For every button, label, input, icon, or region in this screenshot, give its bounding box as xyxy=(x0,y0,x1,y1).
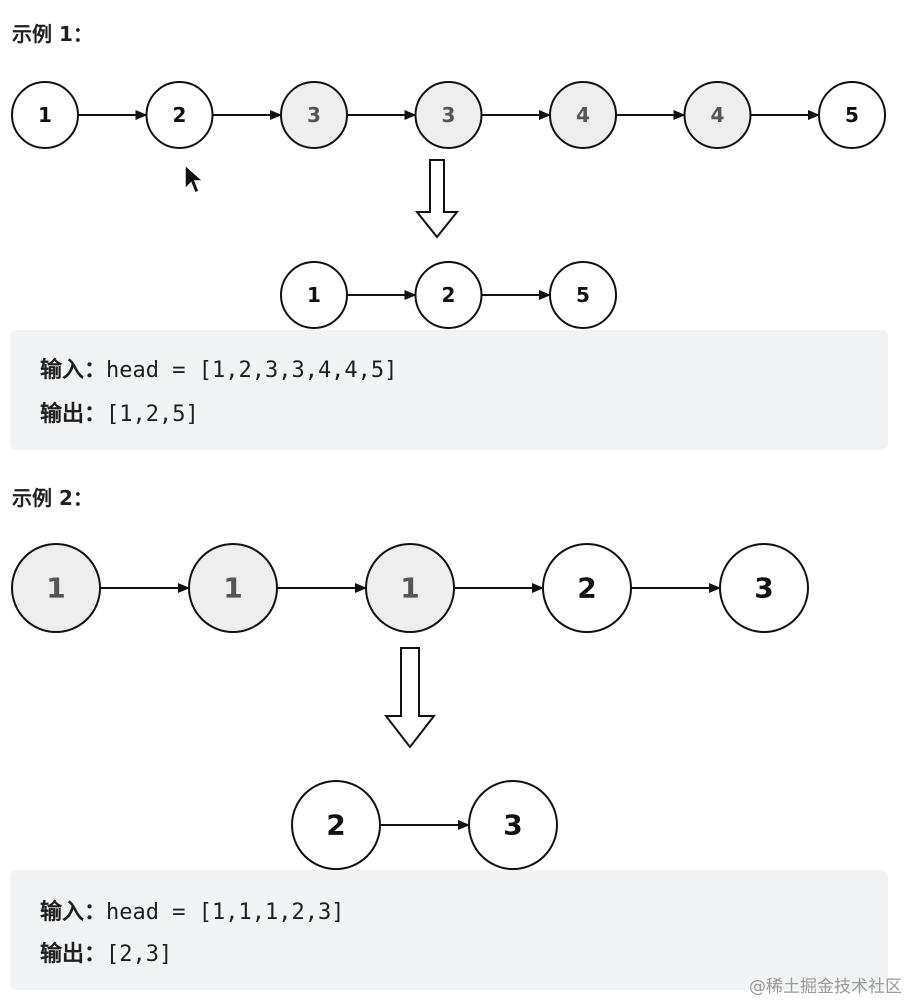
output-value: [1,2,5] xyxy=(106,402,199,427)
example-1-code-block: 输入：head = [1,2,3,3,4,4,5] 输出：[1,2,5] xyxy=(10,330,888,450)
example-1-node-label: 4 xyxy=(711,103,725,127)
example-1-input-line: 输入：head = [1,2,3,3,4,4,5] xyxy=(40,352,397,384)
example-2-node-label: 1 xyxy=(400,572,419,605)
example-1-node xyxy=(280,81,348,149)
example-1-heading: 示例 1： xyxy=(12,22,93,46)
example-2-node-label: 3 xyxy=(754,572,773,605)
input-label: 输入： xyxy=(40,900,107,925)
output-label: 输出： xyxy=(40,402,107,427)
example-1-node xyxy=(549,81,617,149)
example-1-node xyxy=(11,81,79,149)
example-1-node-label: 4 xyxy=(576,103,590,127)
example-1-result-node-label: 5 xyxy=(576,283,590,307)
example-2-result-node xyxy=(291,780,381,870)
example-1-node xyxy=(145,81,214,149)
example-2-result-node-label: 3 xyxy=(503,809,522,842)
example-1-node xyxy=(683,81,752,149)
example-2-node xyxy=(11,543,101,633)
example-1-result-node-label: 1 xyxy=(307,283,321,307)
example-1-result-node xyxy=(414,261,483,329)
input-label: 输入： xyxy=(40,358,107,383)
example-1-result-node xyxy=(280,261,348,329)
input-value: head = [1,1,1,2,3] xyxy=(106,900,345,925)
output-value: [2,3] xyxy=(106,942,173,967)
example-1-node-label: 3 xyxy=(307,103,321,127)
example-2-result-node-label: 2 xyxy=(326,809,345,842)
example-2-node xyxy=(719,543,809,633)
example-1-node xyxy=(414,81,483,149)
example-1-result-node xyxy=(549,261,617,329)
example-1-node-label: 2 xyxy=(173,103,187,127)
example-1-node xyxy=(818,81,886,149)
example-2-node xyxy=(365,543,455,633)
example-2-input-line: 输入：head = [1,1,1,2,3] xyxy=(40,894,344,926)
example-2-heading: 示例 2： xyxy=(12,486,93,510)
example-2-node xyxy=(542,543,632,633)
example-2-output-line: 输出：[2,3] xyxy=(40,936,172,968)
example-1-output-line: 输出：[1,2,5] xyxy=(40,396,199,428)
example-2-node-label: 1 xyxy=(46,572,65,605)
mouse-pointer-icon xyxy=(184,163,205,195)
example-2-result-node xyxy=(468,780,558,870)
example-2-node xyxy=(188,543,278,633)
example-2-node-label: 1 xyxy=(223,572,242,605)
down-arrow-icon xyxy=(414,159,460,239)
watermark: @稀土掘金技术社区 xyxy=(749,977,902,997)
input-value: head = [1,2,3,3,4,4,5] xyxy=(106,358,398,383)
example-2-node-label: 2 xyxy=(577,572,596,605)
example-1-node-label: 3 xyxy=(442,103,456,127)
example-1-result-node-label: 2 xyxy=(442,283,456,307)
output-label: 输出： xyxy=(40,942,107,967)
down-arrow-icon xyxy=(383,647,437,749)
example-1-node-label: 5 xyxy=(845,103,859,127)
example-2-code-block: 输入：head = [1,1,1,2,3] 输出：[2,3] xyxy=(10,870,888,990)
example-1-node-label: 1 xyxy=(38,103,52,127)
